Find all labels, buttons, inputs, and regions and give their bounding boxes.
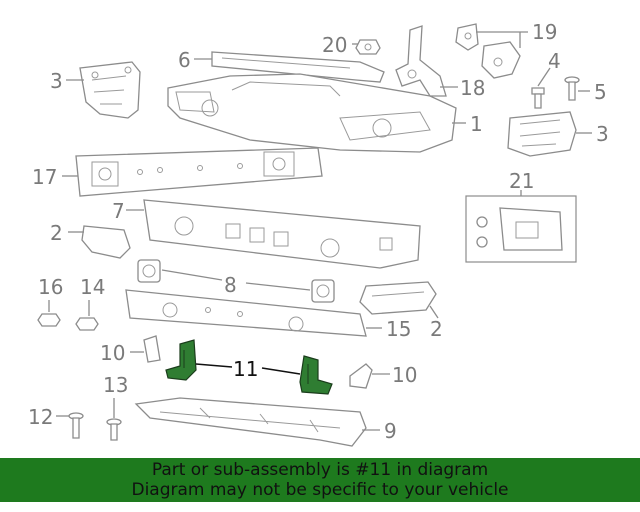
part-8-right — [311, 279, 335, 303]
callout-2-left: 2 — [50, 221, 63, 245]
callout-10-left: 10 — [100, 341, 125, 365]
callout-21: 21 — [509, 169, 534, 193]
part-6-bumper-strip — [211, 51, 385, 83]
callout-8: 8 — [224, 273, 237, 297]
callout-2-right: 2 — [430, 317, 443, 341]
part-5-bolt — [564, 76, 580, 101]
part-18-bracket — [395, 25, 447, 97]
part-15-beam — [125, 289, 367, 337]
callout-3-right: 3 — [596, 122, 609, 146]
part-7-absorber — [143, 199, 421, 269]
callout-13: 13 — [103, 373, 128, 397]
banner-line-1: Part or sub-assembly is #11 in diagram — [151, 460, 489, 480]
callout-17: 17 — [32, 165, 57, 189]
leader-19 — [476, 31, 528, 48]
leader-8 — [161, 269, 311, 291]
part-4-bolt — [531, 87, 545, 109]
part-9-skid-plate — [134, 397, 367, 447]
callout-9: 9 — [384, 419, 397, 443]
info-banner: Part or sub-assembly is #11 in diagram D… — [0, 458, 640, 502]
part-2-right-cap — [359, 281, 437, 315]
callout-4: 4 — [548, 49, 561, 73]
callout-14: 14 — [80, 275, 105, 299]
leader-2-right — [429, 305, 439, 319]
part-8-left — [137, 259, 161, 283]
part-11-left-highlight — [165, 339, 197, 381]
callout-16: 16 — [38, 275, 63, 299]
part-14-nut — [75, 317, 99, 331]
callout-7: 7 — [112, 199, 125, 223]
callout-10-right: 10 — [392, 363, 417, 387]
part-3-right-bracket — [507, 111, 577, 157]
leader-4 — [537, 67, 551, 87]
part-20-nut — [355, 39, 381, 55]
part-11-right-highlight — [299, 355, 333, 395]
callout-20: 20 — [322, 33, 347, 57]
callout-5: 5 — [594, 80, 607, 104]
parts-diagram: 3 6 1 20 18 19 4 — [28, 20, 609, 447]
leader-11 — [195, 363, 301, 375]
part-16-nut — [37, 313, 61, 327]
part-21-kit — [465, 195, 577, 263]
banner-line-2: Diagram may not be specific to your vehi… — [131, 480, 509, 500]
part-1-bumper — [167, 73, 457, 153]
part-3-left-bracket — [79, 61, 141, 119]
callout-19: 19 — [532, 20, 557, 44]
callout-12: 12 — [28, 405, 53, 429]
part-2-left-cap — [81, 225, 131, 259]
callout-1: 1 — [470, 112, 483, 136]
callout-11: 11 — [233, 357, 258, 381]
callout-3-left: 3 — [50, 69, 63, 93]
part-17-reinforcement — [75, 147, 323, 197]
part-13-bolt — [106, 418, 122, 441]
callout-15: 15 — [386, 317, 411, 341]
callout-6: 6 — [178, 48, 191, 72]
part-12-bolt — [68, 412, 84, 439]
part-10-left — [143, 335, 161, 363]
part-19-brackets — [455, 23, 521, 79]
part-10-right — [349, 363, 373, 389]
callout-18: 18 — [460, 76, 485, 100]
